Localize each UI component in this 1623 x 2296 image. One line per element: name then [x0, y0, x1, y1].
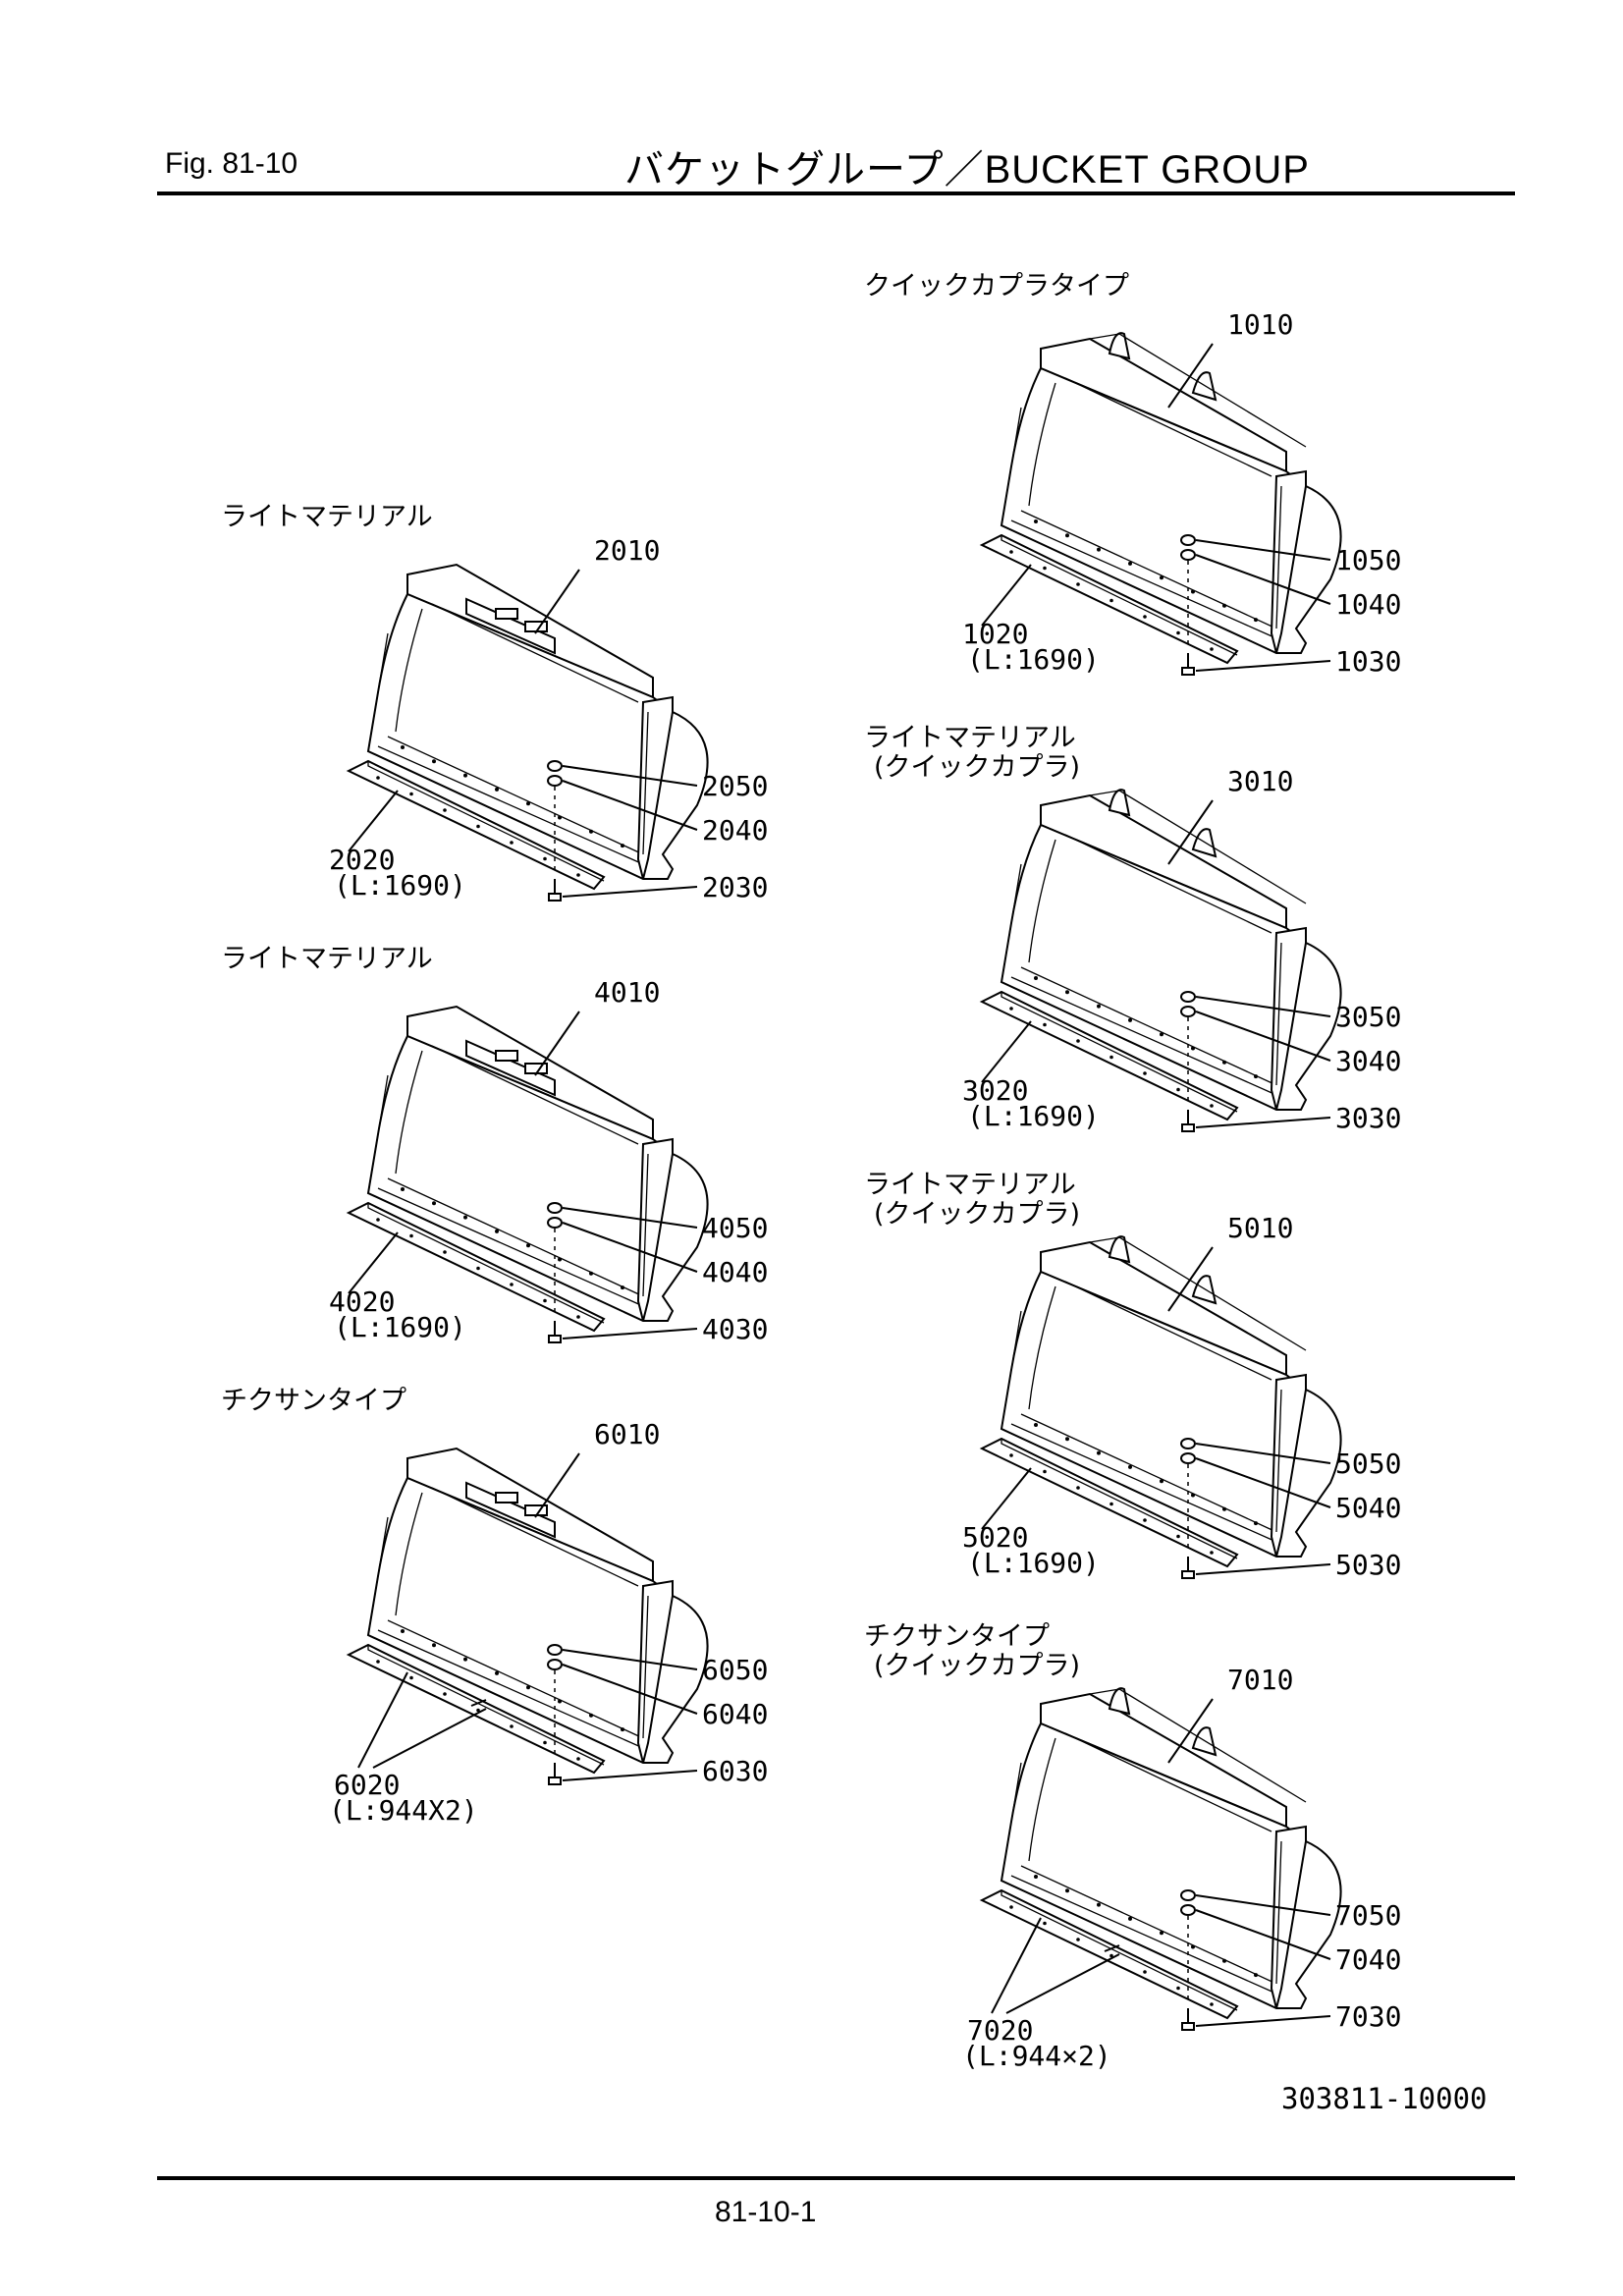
washer-part-number: 3040 [1335, 1045, 1401, 1077]
washer-part-number: 6040 [702, 1698, 768, 1730]
bolt-part-number: 6030 [702, 1755, 768, 1787]
group-heading: ライトマテリアル [864, 1170, 1076, 1200]
bucket-part-number: 6010 [594, 1418, 660, 1450]
washer-part-number: 5040 [1335, 1492, 1401, 1524]
group-heading: チクサンタイプ [221, 1386, 406, 1416]
bucket-drawing [1000, 332, 1342, 654]
bucket-group-4010: ライトマテリアル 4010 4050 4040 4030 4020(L:1690) [221, 944, 768, 1345]
edge-length: (L:944×2) [962, 2040, 1111, 2072]
washer-part-number: 7040 [1335, 1943, 1401, 1976]
group-heading: ライトマテリアル [221, 502, 433, 532]
edge-part-number: 4020 [329, 1285, 395, 1318]
cutting-edge-drawing [979, 1888, 1239, 2020]
callouts: 7010 7050 7040 7030 7020(L:944×2) [962, 1664, 1401, 2072]
bolt-part-number: 2030 [702, 871, 768, 903]
bucket-part-number: 7010 [1227, 1664, 1293, 1696]
edge-length: (L:944X2) [329, 1794, 478, 1827]
group-heading: ライトマテリアル [221, 944, 433, 974]
group-heading: (クイックカプラ) [874, 1651, 1080, 1681]
callouts: 2010 2050 2040 2030 2020(L:1690) [329, 534, 768, 903]
callouts: 4010 4050 4040 4030 4020(L:1690) [329, 976, 768, 1345]
callouts: 5010 5050 5040 5030 5020(L:1690) [962, 1212, 1401, 1581]
bolt-part-number: 3030 [1335, 1102, 1401, 1134]
cutting-edge-drawing [979, 1437, 1239, 1568]
fastener-stack [1180, 991, 1196, 1132]
cutting-edge-drawing [979, 533, 1239, 665]
callouts: 6010 6050 6040 6030 6020(L:944X2) [329, 1418, 768, 1827]
nut-part-number: 3050 [1335, 1001, 1401, 1033]
figure-number: Fig. 81-10 [165, 147, 298, 180]
edge-part-number: 6020 [334, 1769, 400, 1801]
fastener-stack [1180, 1889, 1196, 2031]
nut-part-number: 7050 [1335, 1899, 1401, 1932]
bucket-group-6010: チクサンタイプ 6010 6050 6040 6030 6020(L:944X2) [221, 1386, 768, 1827]
page-title: バケットグループ／BUCKET GROUP [624, 148, 1310, 191]
fastener-stack [547, 760, 563, 902]
nut-part-number: 6050 [702, 1654, 768, 1686]
bucket-part-number: 3010 [1227, 765, 1293, 797]
edge-length: (L:1690) [334, 1311, 466, 1343]
cutting-edge-drawing [979, 990, 1239, 1121]
edge-part-number: 2020 [329, 844, 395, 876]
nut-part-number: 2050 [702, 770, 768, 802]
bucket-drawing [1000, 1235, 1342, 1558]
edge-length: (L:1690) [334, 869, 466, 902]
group-heading: チクサンタイプ [864, 1621, 1050, 1652]
callouts: 3010 3050 3040 3030 3020(L:1690) [962, 765, 1401, 1134]
edge-length: (L:1690) [967, 1547, 1100, 1579]
edge-part-number: 3020 [962, 1074, 1028, 1107]
bolt-part-number: 4030 [702, 1313, 768, 1345]
nut-part-number: 1050 [1335, 544, 1401, 576]
bucket-group-2010: ライトマテリアル 2010 2050 2040 2030 2020(L:1690) [221, 502, 768, 903]
bolt-part-number: 1030 [1335, 645, 1401, 678]
bucket-group-7010: チクサンタイプ(クイックカプラ) 7010 7050 7040 7030 7020(L:9… [864, 1621, 1401, 2072]
washer-part-number: 1040 [1335, 588, 1401, 621]
edge-length: (L:1690) [967, 643, 1100, 676]
bucket-drawing [1000, 789, 1342, 1111]
cutting-edge-drawing [346, 759, 606, 891]
nut-part-number: 5050 [1335, 1448, 1401, 1480]
bucket-drawing [1000, 1687, 1342, 2009]
bolt-part-number: 5030 [1335, 1549, 1401, 1581]
cutting-edge-drawing [346, 1201, 606, 1333]
washer-part-number: 4040 [702, 1256, 768, 1288]
bucket-drawing [366, 1447, 709, 1764]
edge-part-number: 5020 [962, 1521, 1028, 1554]
group-heading: ライトマテリアル [864, 723, 1076, 753]
washer-part-number: 2040 [702, 814, 768, 847]
group-heading: (クイックカプラ) [874, 752, 1080, 783]
fastener-stack [1180, 534, 1196, 676]
bucket-part-number: 5010 [1227, 1212, 1293, 1244]
callouts: 1010 1050 1040 1030 1020(L:1690) [962, 308, 1401, 678]
footer-rule [157, 2176, 1515, 2180]
group-heading: (クイックカプラ) [874, 1199, 1080, 1230]
group-heading: クイックカプラタイプ [864, 271, 1129, 301]
edge-length: (L:1690) [967, 1100, 1100, 1132]
bucket-part-number: 4010 [594, 976, 660, 1009]
bolt-part-number: 7030 [1335, 2000, 1401, 2033]
header-rule [157, 191, 1515, 195]
page-number: 81-10-1 [715, 2196, 817, 2228]
fastener-stack [547, 1202, 563, 1343]
drawing-number: 303811-10000 [1281, 2082, 1488, 2115]
cutting-edge-drawing [346, 1643, 606, 1775]
edge-part-number: 7020 [967, 2014, 1033, 2047]
bucket-drawing [366, 563, 709, 880]
nut-part-number: 4050 [702, 1212, 768, 1244]
bucket-group-1010: クイックカプラタイプ 1010 1050 1040 1030 1020(L:1690) [864, 271, 1401, 678]
bucket-drawing [366, 1005, 709, 1322]
bucket-part-number: 1010 [1227, 308, 1293, 341]
bucket-group-3010: ライトマテリアル(クイックカプラ) 3010 3050 3040 3030 3020(L:… [864, 723, 1401, 1134]
bucket-part-number: 2010 [594, 534, 660, 567]
edge-part-number: 1020 [962, 618, 1028, 650]
bucket-group-5010: ライトマテリアル(クイックカプラ) 5010 5050 5040 5030 5020(L:… [864, 1170, 1401, 1581]
fastener-stack [547, 1644, 563, 1785]
fastener-stack [1180, 1438, 1196, 1579]
